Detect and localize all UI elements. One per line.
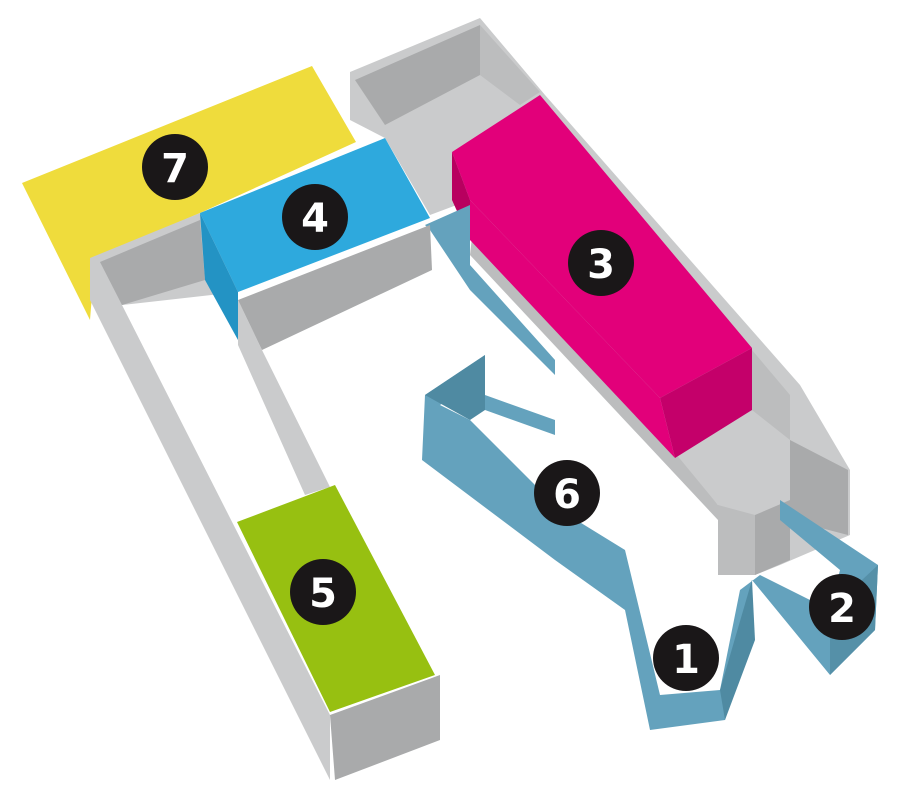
- zone-1-label: 1: [672, 637, 700, 683]
- zone-3-label: 3: [587, 242, 615, 288]
- zone-5-badge: 5: [290, 559, 356, 625]
- wall-left: [90, 213, 440, 780]
- zone-4-badge: 4: [282, 184, 348, 250]
- zone-5-label: 5: [309, 571, 337, 617]
- zone-4-label: 4: [301, 196, 329, 242]
- zone-6-label: 6: [553, 472, 581, 518]
- zone-7-badge: 7: [142, 134, 208, 200]
- zone-2-label: 2: [828, 586, 856, 632]
- zone-3-badge: 3: [568, 230, 634, 296]
- zone-1-badge: 1: [653, 625, 719, 691]
- zone-2-badge: 2: [809, 574, 875, 640]
- zone-7-label: 7: [161, 146, 189, 192]
- zone-6-badge: 6: [534, 460, 600, 526]
